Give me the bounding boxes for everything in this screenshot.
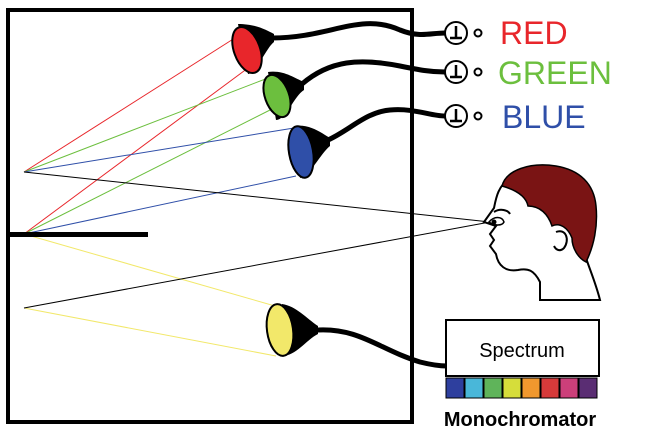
spectrum-box <box>445 319 600 377</box>
light-rays <box>23 35 491 357</box>
ray-green-lower <box>23 107 275 235</box>
observer-head <box>482 164 602 301</box>
green-label: GREEN <box>498 55 612 91</box>
divider-bar <box>10 232 148 237</box>
cable-blue <box>325 107 448 143</box>
cable-green <box>299 59 448 87</box>
ray-blue-lower <box>23 175 297 235</box>
green-knob-pointer <box>450 65 462 79</box>
viewing-box <box>6 8 414 424</box>
green-knob-terminal <box>473 67 483 77</box>
spectrum-swatch <box>578 377 598 399</box>
eye-pupil <box>491 219 497 225</box>
eyebrow <box>493 208 511 215</box>
ray-red-upper <box>23 35 239 173</box>
dial-knob-icon[interactable] <box>444 21 483 45</box>
spectrum-swatch <box>540 377 560 399</box>
ray-yellow-upper <box>23 233 283 309</box>
blue-projector-lens <box>287 125 315 179</box>
spectrum-swatch <box>483 377 503 399</box>
spectrum-swatch <box>502 377 522 399</box>
red-projector <box>231 24 274 74</box>
yellow-projector-lens <box>265 303 295 357</box>
red-knob-terminal <box>473 28 483 38</box>
dial-knob-icon[interactable] <box>444 104 483 128</box>
cable-yellow <box>315 327 450 369</box>
spectrum-swatches <box>445 377 598 399</box>
blue-label: BLUE <box>502 99 586 135</box>
red-knob-pointer <box>450 26 462 40</box>
cables <box>269 21 450 369</box>
ray-red-lower <box>23 67 249 235</box>
ray-yellow-lower <box>23 307 277 357</box>
red-label: RED <box>500 15 568 51</box>
cable-red <box>269 21 448 41</box>
dial-knob-icon[interactable] <box>444 60 483 84</box>
spectrum-swatch <box>464 377 484 399</box>
yellow-projector <box>265 303 318 357</box>
spectrum-label: Spectrum <box>479 340 565 362</box>
spectrum-swatch <box>445 377 465 399</box>
red-projector-lens <box>231 26 263 74</box>
eye-icon <box>487 216 505 226</box>
hair <box>501 164 598 264</box>
monochromator-label: Monochromator <box>444 409 596 431</box>
ear <box>553 230 568 252</box>
ray-blue-upper <box>23 127 295 173</box>
sightline-upper <box>23 171 491 223</box>
blue-projector <box>287 125 330 179</box>
blue-knob-pointer <box>450 109 462 123</box>
green-projector <box>262 71 304 120</box>
ray-green-upper <box>23 77 269 173</box>
spectrum-swatch <box>559 377 579 399</box>
spectrum-swatch <box>521 377 541 399</box>
green-projector-lens <box>262 73 292 119</box>
blue-knob-terminal <box>473 111 483 121</box>
